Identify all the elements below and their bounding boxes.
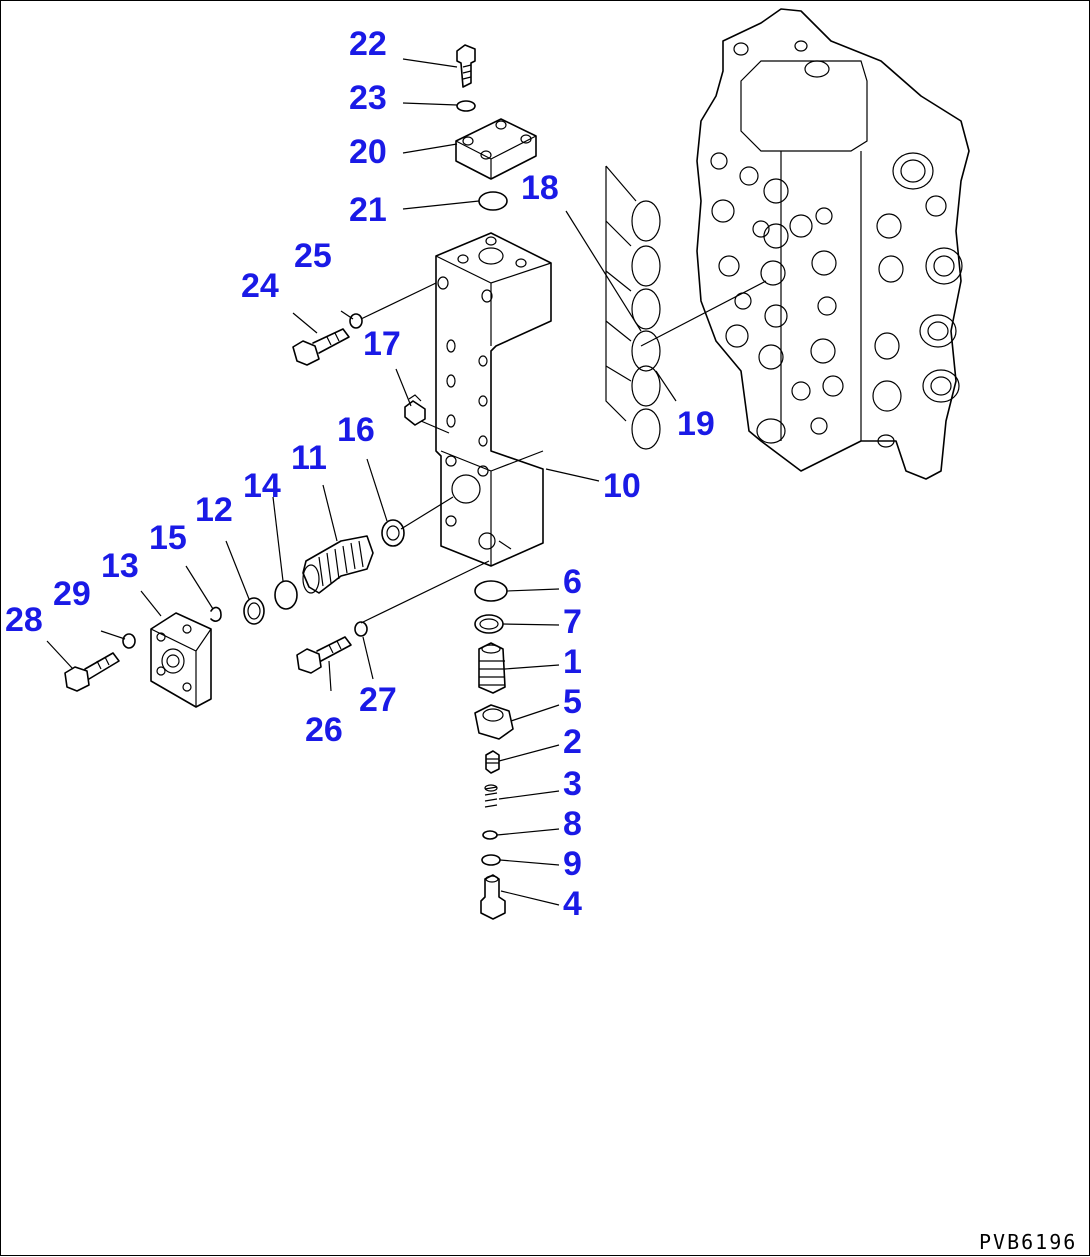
sleeve-1 bbox=[478, 642, 506, 694]
callout-8: 8 bbox=[563, 805, 582, 843]
plug-17 bbox=[404, 394, 426, 426]
callout-12: 12 bbox=[195, 491, 233, 529]
bolt-26 bbox=[296, 636, 352, 674]
ring-12 bbox=[243, 597, 265, 625]
snap-ring-15 bbox=[210, 606, 222, 622]
callout-9: 9 bbox=[563, 845, 582, 883]
washer-23 bbox=[456, 100, 476, 112]
callout-27: 27 bbox=[359, 681, 397, 719]
callout-10: 10 bbox=[603, 467, 641, 505]
callout-25: 25 bbox=[294, 237, 332, 275]
bolt-22 bbox=[456, 44, 476, 88]
callout-labels: 22 23 20 21 18 19 25 24 17 16 11 14 12 1… bbox=[5, 25, 715, 923]
o-ring-21 bbox=[478, 191, 508, 211]
nut-5 bbox=[474, 704, 514, 740]
callout-3: 3 bbox=[563, 765, 582, 803]
washer-29 bbox=[122, 633, 136, 649]
valve-block-10 bbox=[435, 232, 552, 567]
washer-25 bbox=[349, 313, 363, 329]
spool-11 bbox=[302, 535, 374, 594]
callout-24: 24 bbox=[241, 267, 279, 305]
callout-16: 16 bbox=[337, 411, 375, 449]
bolt-24 bbox=[292, 328, 350, 366]
callout-20: 20 bbox=[349, 133, 387, 171]
spring-3 bbox=[484, 784, 498, 808]
callout-26: 26 bbox=[305, 711, 343, 749]
callout-7: 7 bbox=[563, 603, 582, 641]
callout-2: 2 bbox=[563, 723, 582, 761]
drawing-code: PVB6196 bbox=[979, 1230, 1077, 1254]
bolt-28 bbox=[64, 652, 120, 692]
callout-4: 4 bbox=[563, 885, 582, 923]
ring-9 bbox=[481, 854, 501, 866]
ring-7 bbox=[474, 614, 504, 634]
cover-13 bbox=[150, 612, 212, 708]
callout-6: 6 bbox=[563, 563, 582, 601]
callout-29: 29 bbox=[53, 575, 91, 613]
callout-14: 14 bbox=[243, 467, 281, 505]
callout-23: 23 bbox=[349, 79, 387, 117]
main-valve-body bbox=[696, 8, 970, 480]
piston-2 bbox=[485, 750, 500, 774]
plug-4 bbox=[480, 874, 506, 920]
callout-28: 28 bbox=[5, 601, 43, 639]
callout-11: 11 bbox=[291, 439, 327, 477]
leader-lines bbox=[46, 58, 767, 906]
callout-19: 19 bbox=[677, 405, 715, 443]
callout-13: 13 bbox=[101, 547, 139, 585]
callout-18: 18 bbox=[521, 169, 559, 207]
callout-1: 1 bbox=[563, 643, 582, 681]
cover-20 bbox=[455, 118, 537, 180]
ring-16 bbox=[381, 519, 405, 547]
callout-17: 17 bbox=[363, 325, 401, 363]
callout-15: 15 bbox=[149, 519, 187, 557]
o-ring-6 bbox=[474, 580, 508, 602]
o-ring-14 bbox=[274, 580, 298, 610]
callout-22: 22 bbox=[349, 25, 387, 63]
callout-21: 21 bbox=[349, 191, 387, 229]
ring-8 bbox=[482, 830, 498, 840]
o-ring-set-18-19 bbox=[605, 165, 661, 450]
washer-27 bbox=[354, 621, 368, 637]
callout-5: 5 bbox=[563, 683, 582, 721]
